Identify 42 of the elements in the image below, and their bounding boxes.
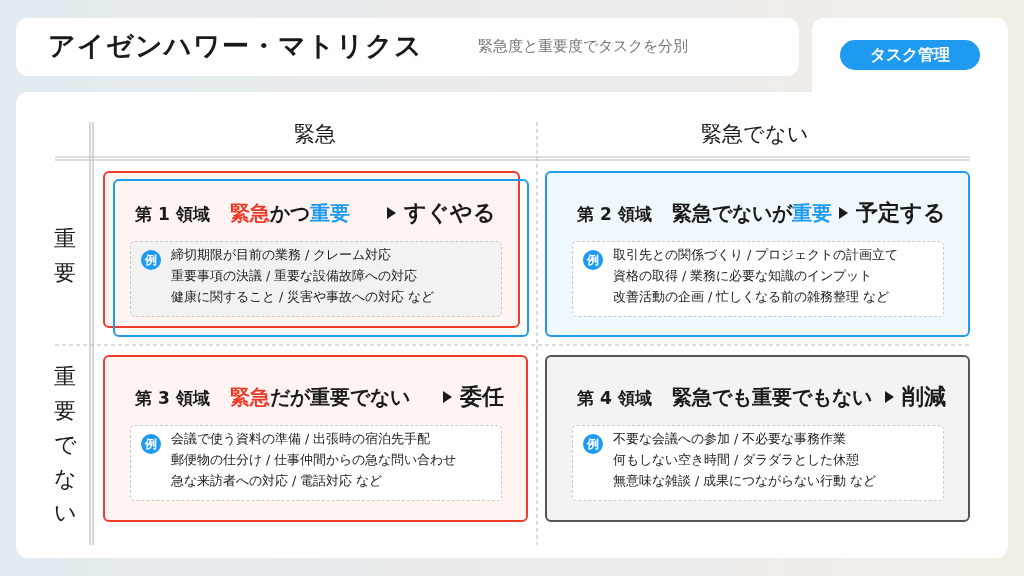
action-text: 削減 <box>902 383 946 411</box>
example-line: 郵便物の仕分け / 仕事仲間からの急な問い合わせ <box>171 452 457 469</box>
quadrant-title: 緊急かつ重要 <box>230 200 350 227</box>
column-heading: 緊急 <box>293 121 337 148</box>
quadrant-box <box>545 171 970 337</box>
quadrant-title: 緊急だが重要でない <box>230 384 410 411</box>
category-badge: タスク管理 <box>840 40 980 70</box>
example-line: 無意味な雑談 / 成果につながらない行動 など <box>613 473 877 490</box>
example-line: 何もしない空き時間 / ダラダラとした休憩 <box>613 452 860 469</box>
example-line: 健康に関すること / 災害や事故への対応 など <box>171 289 435 306</box>
example-box <box>572 241 944 317</box>
quadrant-box <box>545 355 970 522</box>
example-line: 不要な会議への参加 / 不必要な事務作業 <box>613 431 847 448</box>
subtitle: 緊急度と重要度でタスクを分別 <box>478 37 688 56</box>
action-text: すぐやる <box>404 199 496 227</box>
example-line: 重要事項の決議 / 重要な設備故障への対応 <box>171 268 418 285</box>
title: アイゼンハワー・マトリクス <box>48 29 423 63</box>
quadrant-number: 第 1 領域 <box>135 203 210 226</box>
quadrant-title: 緊急でないが重要 <box>672 200 832 227</box>
example-box <box>130 425 502 501</box>
action-text: 予定する <box>856 199 946 227</box>
example-line: 改善活動の企画 / 忙しくなる前の雑務整理 など <box>613 289 890 306</box>
example-line: 急な来訪者への対応 / 電話対応 など <box>171 473 383 490</box>
quadrant-number: 第 3 領域 <box>135 387 210 410</box>
example-line: 取引先との関係づくり / プロジェクトの計画立て <box>613 247 899 264</box>
example-line: 締切期限が目前の業務 / クレーム対応 <box>171 247 392 264</box>
example-badge: 例 <box>583 250 603 270</box>
column-heading: 緊急でない <box>700 121 810 148</box>
example-badge: 例 <box>141 250 161 270</box>
quadrant-number: 第 4 領域 <box>577 387 652 410</box>
example-line: 会議で使う資料の準備 / 出張時の宿泊先手配 <box>171 431 431 448</box>
row-heading: 重要でない <box>52 363 78 527</box>
quadrant-box <box>103 355 528 522</box>
row-heading: 重要 <box>53 225 77 287</box>
quadrant-number: 第 2 領域 <box>577 203 652 226</box>
quadrant-title: 緊急でも重要でもない <box>672 384 872 411</box>
example-line: 資格の取得 / 業務に必要な知識のインプット <box>613 268 873 285</box>
example-badge: 例 <box>583 434 603 454</box>
action-text: 委任 <box>460 383 504 411</box>
example-box <box>130 241 502 317</box>
example-badge: 例 <box>141 434 161 454</box>
example-box <box>572 425 944 501</box>
